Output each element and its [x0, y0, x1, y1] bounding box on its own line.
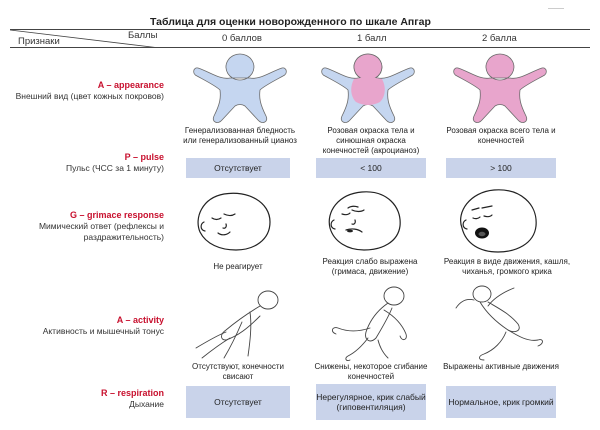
- acrocyanosis-baby-icon: [321, 53, 415, 123]
- crying-face-icon: [460, 189, 537, 253]
- criterion-grimace-name: G – grimace response: [69, 210, 164, 220]
- criterion-appearance-desc: Внешний вид (цвет кожных покровов): [15, 91, 164, 101]
- points-label: Баллы: [128, 30, 158, 41]
- col-2-header: 2 балла: [482, 33, 517, 44]
- criterion-activity-desc: Активность и мышечный тонус: [42, 326, 164, 336]
- criterion-pulse-name: P – pulse: [124, 152, 164, 162]
- criterion-respiration-desc: Дыхание: [129, 399, 164, 409]
- criterion-activity-name: A – activity: [116, 315, 164, 325]
- appearance-cell-1: Розовая окраска тела и синюшная окраска …: [322, 126, 420, 155]
- pulse-cell-2: > 100: [446, 158, 556, 178]
- blue-baby-icon: [193, 53, 287, 123]
- col-1-header: 1 балл: [357, 33, 387, 44]
- corner-mark: [548, 8, 564, 9]
- criterion-pulse-desc: Пульс (ЧСС за 1 минуту): [66, 163, 164, 173]
- header-diagonal: [10, 30, 160, 48]
- limp-baby-icon: [195, 290, 279, 359]
- criterion-appearance-name: A – appearance: [97, 80, 164, 90]
- col-0-header: 0 баллов: [222, 33, 262, 44]
- activity-cell-2: Выражены активные движения: [443, 362, 559, 371]
- activity-cell-0: Отсутствуют, конечности свисают: [192, 362, 284, 381]
- pulse-cell-0: Отсутствует: [186, 158, 290, 178]
- grimace-cell-1: Реакция слабо выражена (гримаса, движени…: [322, 257, 418, 276]
- criterion-grimace-desc: Мимический ответ (рефлексы и раздражител…: [38, 221, 164, 242]
- respiration-cell-2: Нормальное, крик громкий: [446, 386, 556, 418]
- header-bottom-rule: [10, 47, 590, 48]
- grimace-face-icon: [328, 191, 401, 251]
- appearance-cell-2: Розовая окраска всего тела и конечностей: [446, 126, 556, 145]
- signs-label: Признаки: [18, 36, 60, 47]
- active-baby-icon: [455, 285, 543, 361]
- calm-face-icon: [197, 192, 271, 251]
- respiration-cell-1: Нерегулярное, крик слабый (гиповентиляци…: [316, 384, 426, 420]
- flexed-baby-icon: [331, 286, 407, 361]
- page-title: Таблица для оценки новорожденного по шка…: [150, 16, 431, 28]
- activity-cell-1: Снижены, некоторое сгибание конечностей: [314, 362, 428, 381]
- respiration-cell-0: Отсутствует: [186, 386, 290, 418]
- pink-baby-icon: [453, 53, 547, 123]
- grimace-cell-0: Не реагирует: [213, 262, 263, 271]
- grimace-cell-2: Реакция в виде движения, кашля, чиханья,…: [443, 257, 571, 276]
- criterion-respiration-name: R – respiration: [100, 388, 164, 398]
- appearance-cell-0: Генерализованная бледность или генерализ…: [183, 126, 297, 145]
- pulse-cell-1: < 100: [316, 158, 426, 178]
- header-top-rule: [10, 29, 590, 30]
